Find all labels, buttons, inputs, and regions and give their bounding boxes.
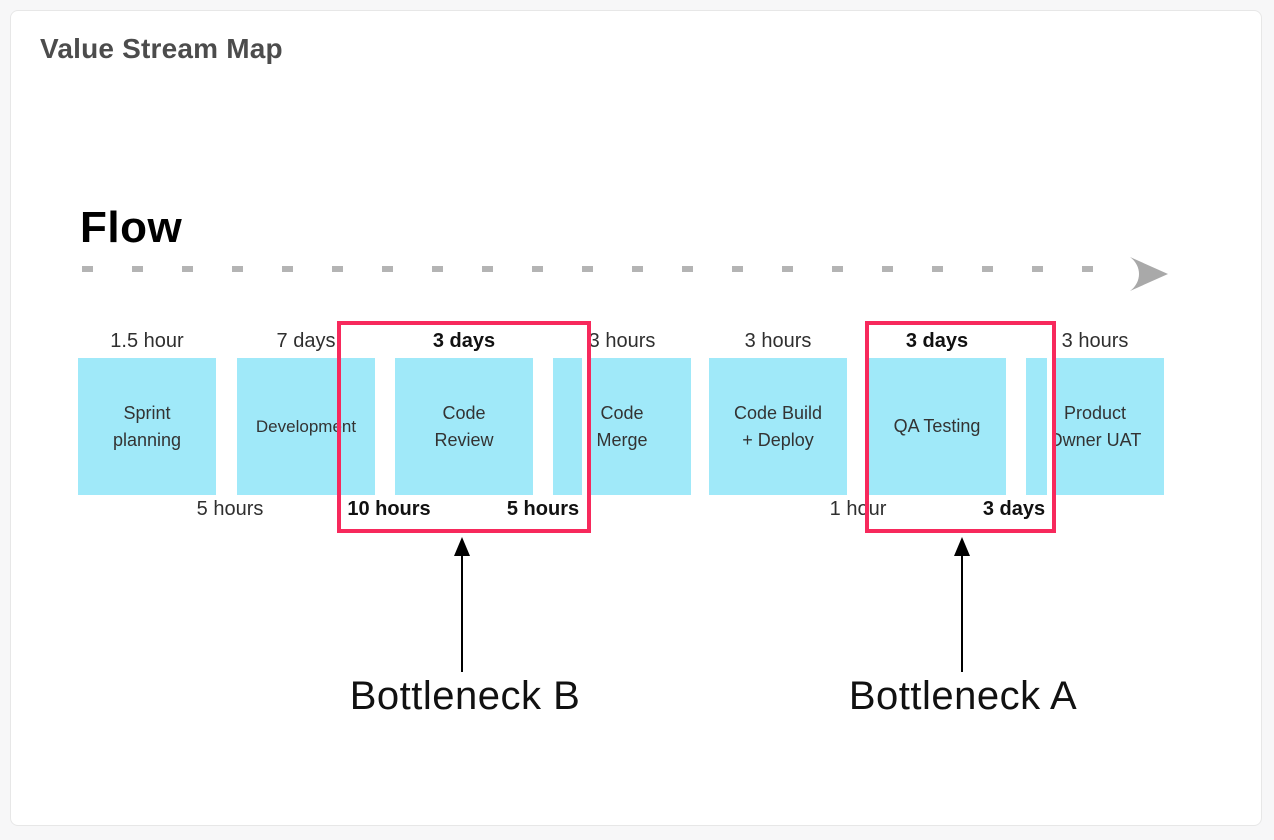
bottleneck-a-outline bbox=[865, 321, 1056, 533]
bottleneck-b-arrow bbox=[454, 537, 470, 672]
stage-duration-above: 1.5 hour bbox=[110, 330, 184, 352]
stage-box: Code Merge bbox=[553, 358, 691, 495]
stage-box: QA Testing bbox=[868, 358, 1006, 495]
wait-time-label: 5 hours bbox=[506, 498, 580, 520]
stage-name: Sprint planning bbox=[112, 402, 182, 450]
flow-arrowhead-icon bbox=[1130, 257, 1168, 291]
arrow-line bbox=[961, 556, 963, 672]
stage-name: Code Build + Deploy bbox=[733, 402, 823, 450]
stage-code-build-deploy: 3 hours Code Build + Deploy bbox=[709, 330, 847, 495]
wait-time-label: 5 hours bbox=[196, 498, 264, 520]
stage-box: Product Owner UAT bbox=[1026, 358, 1164, 495]
bottleneck-a-arrow bbox=[954, 537, 970, 672]
bottleneck-a-label: Bottleneck A bbox=[848, 674, 1078, 718]
stage-duration-above: 7 days bbox=[276, 330, 336, 352]
arrow-line bbox=[461, 556, 463, 672]
flow-dashed-line bbox=[82, 266, 1124, 272]
stage-box: Development bbox=[237, 358, 375, 495]
wait-time-label: 10 hours bbox=[347, 498, 431, 520]
stage-name: QA Testing bbox=[893, 416, 981, 436]
stage-sprint-planning: 1.5 hour Sprint planning bbox=[78, 330, 216, 495]
wait-time-label: 1 hour bbox=[829, 498, 887, 520]
wait-time-label: 3 days bbox=[982, 498, 1046, 520]
stage-qa-testing: 3 days QA Testing bbox=[868, 330, 1006, 495]
bottleneck-b-label: Bottleneck B bbox=[349, 674, 581, 718]
stage-duration-above: 3 hours bbox=[744, 330, 812, 352]
page-title: Value Stream Map bbox=[40, 33, 283, 64]
flow-heading: Flow bbox=[80, 203, 183, 252]
stage-duration-above: 3 hours bbox=[588, 330, 656, 352]
stage-duration-above: 3 days bbox=[432, 330, 496, 352]
stage-duration-above: 3 days bbox=[905, 330, 969, 352]
stage-name: Product Owner UAT bbox=[1048, 402, 1142, 450]
stage-name: Development bbox=[255, 417, 357, 436]
bottleneck-b-outline bbox=[337, 321, 591, 533]
stage-box: Code Review bbox=[395, 358, 533, 495]
stage-code-merge: 3 hours Code Merge bbox=[553, 330, 691, 495]
stage-development: 7 days Development bbox=[237, 330, 375, 495]
stage-box: Code Build + Deploy bbox=[709, 358, 847, 495]
stage-name: Code Merge bbox=[596, 402, 648, 450]
stage-name: Code Review bbox=[434, 402, 494, 450]
arrow-head-icon bbox=[454, 537, 470, 556]
stage-product-owner-uat: 3 hours Product Owner UAT bbox=[1026, 330, 1164, 495]
stage-code-review: 3 days Code Review bbox=[395, 330, 533, 495]
arrow-head-icon bbox=[954, 537, 970, 556]
stage-box: Sprint planning bbox=[78, 358, 216, 495]
stage-duration-above: 3 hours bbox=[1061, 330, 1129, 352]
